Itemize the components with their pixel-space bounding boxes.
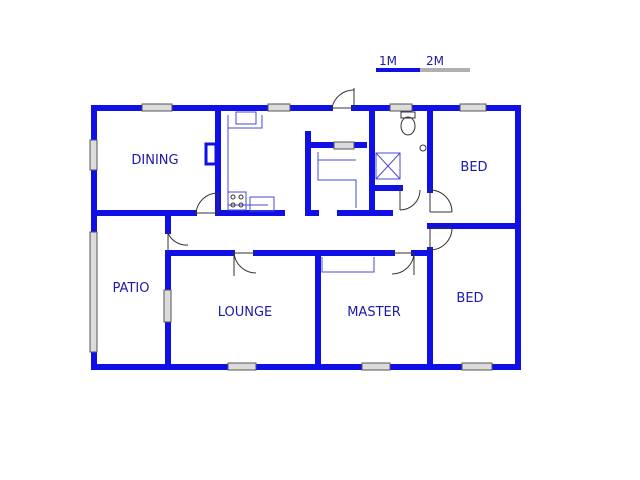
window: [267, 103, 291, 112]
door: [399, 188, 421, 211]
room-label-bed-top: BED: [460, 160, 487, 175]
window: [461, 362, 493, 371]
room-label-dining: DINING: [131, 153, 178, 168]
toilet-icon: [400, 111, 416, 119]
basin-icon: [419, 144, 427, 152]
window: [389, 103, 413, 112]
scale-label-2m: 2M: [426, 54, 444, 68]
windows: [89, 103, 493, 371]
shower-icon: [375, 152, 401, 180]
counter: [228, 115, 263, 129]
cupboard: [321, 257, 375, 273]
interior-walls: [91, 105, 521, 370]
scale-bar: 1M 2M: [376, 54, 470, 72]
fireplace-icon: [204, 142, 218, 166]
scale-label-1m: 1M: [379, 54, 397, 68]
stove-icon: [227, 191, 247, 211]
window: [227, 362, 257, 371]
door: [194, 192, 219, 214]
window: [141, 103, 173, 112]
door: [391, 252, 415, 275]
room-label-bed-bottom: BED: [456, 291, 483, 306]
window: [163, 289, 172, 323]
door: [330, 89, 355, 109]
doors: [167, 88, 453, 276]
room-labels: DINING BED PATIO LOUNGE MASTER BED: [113, 153, 488, 320]
door: [232, 252, 257, 274]
window: [361, 362, 391, 371]
room-label-master: MASTER: [347, 305, 401, 320]
window: [459, 103, 487, 112]
window: [333, 141, 355, 150]
window: [89, 139, 98, 171]
sink-icon: [235, 111, 257, 125]
room-label-patio: PATIO: [113, 281, 150, 296]
door: [429, 189, 453, 213]
room-label-lounge: LOUNGE: [218, 305, 273, 320]
shelf: [317, 152, 357, 208]
window: [89, 231, 98, 353]
door: [167, 231, 189, 253]
door: [429, 227, 453, 251]
counter: [249, 196, 275, 212]
fixtures: [204, 111, 427, 273]
